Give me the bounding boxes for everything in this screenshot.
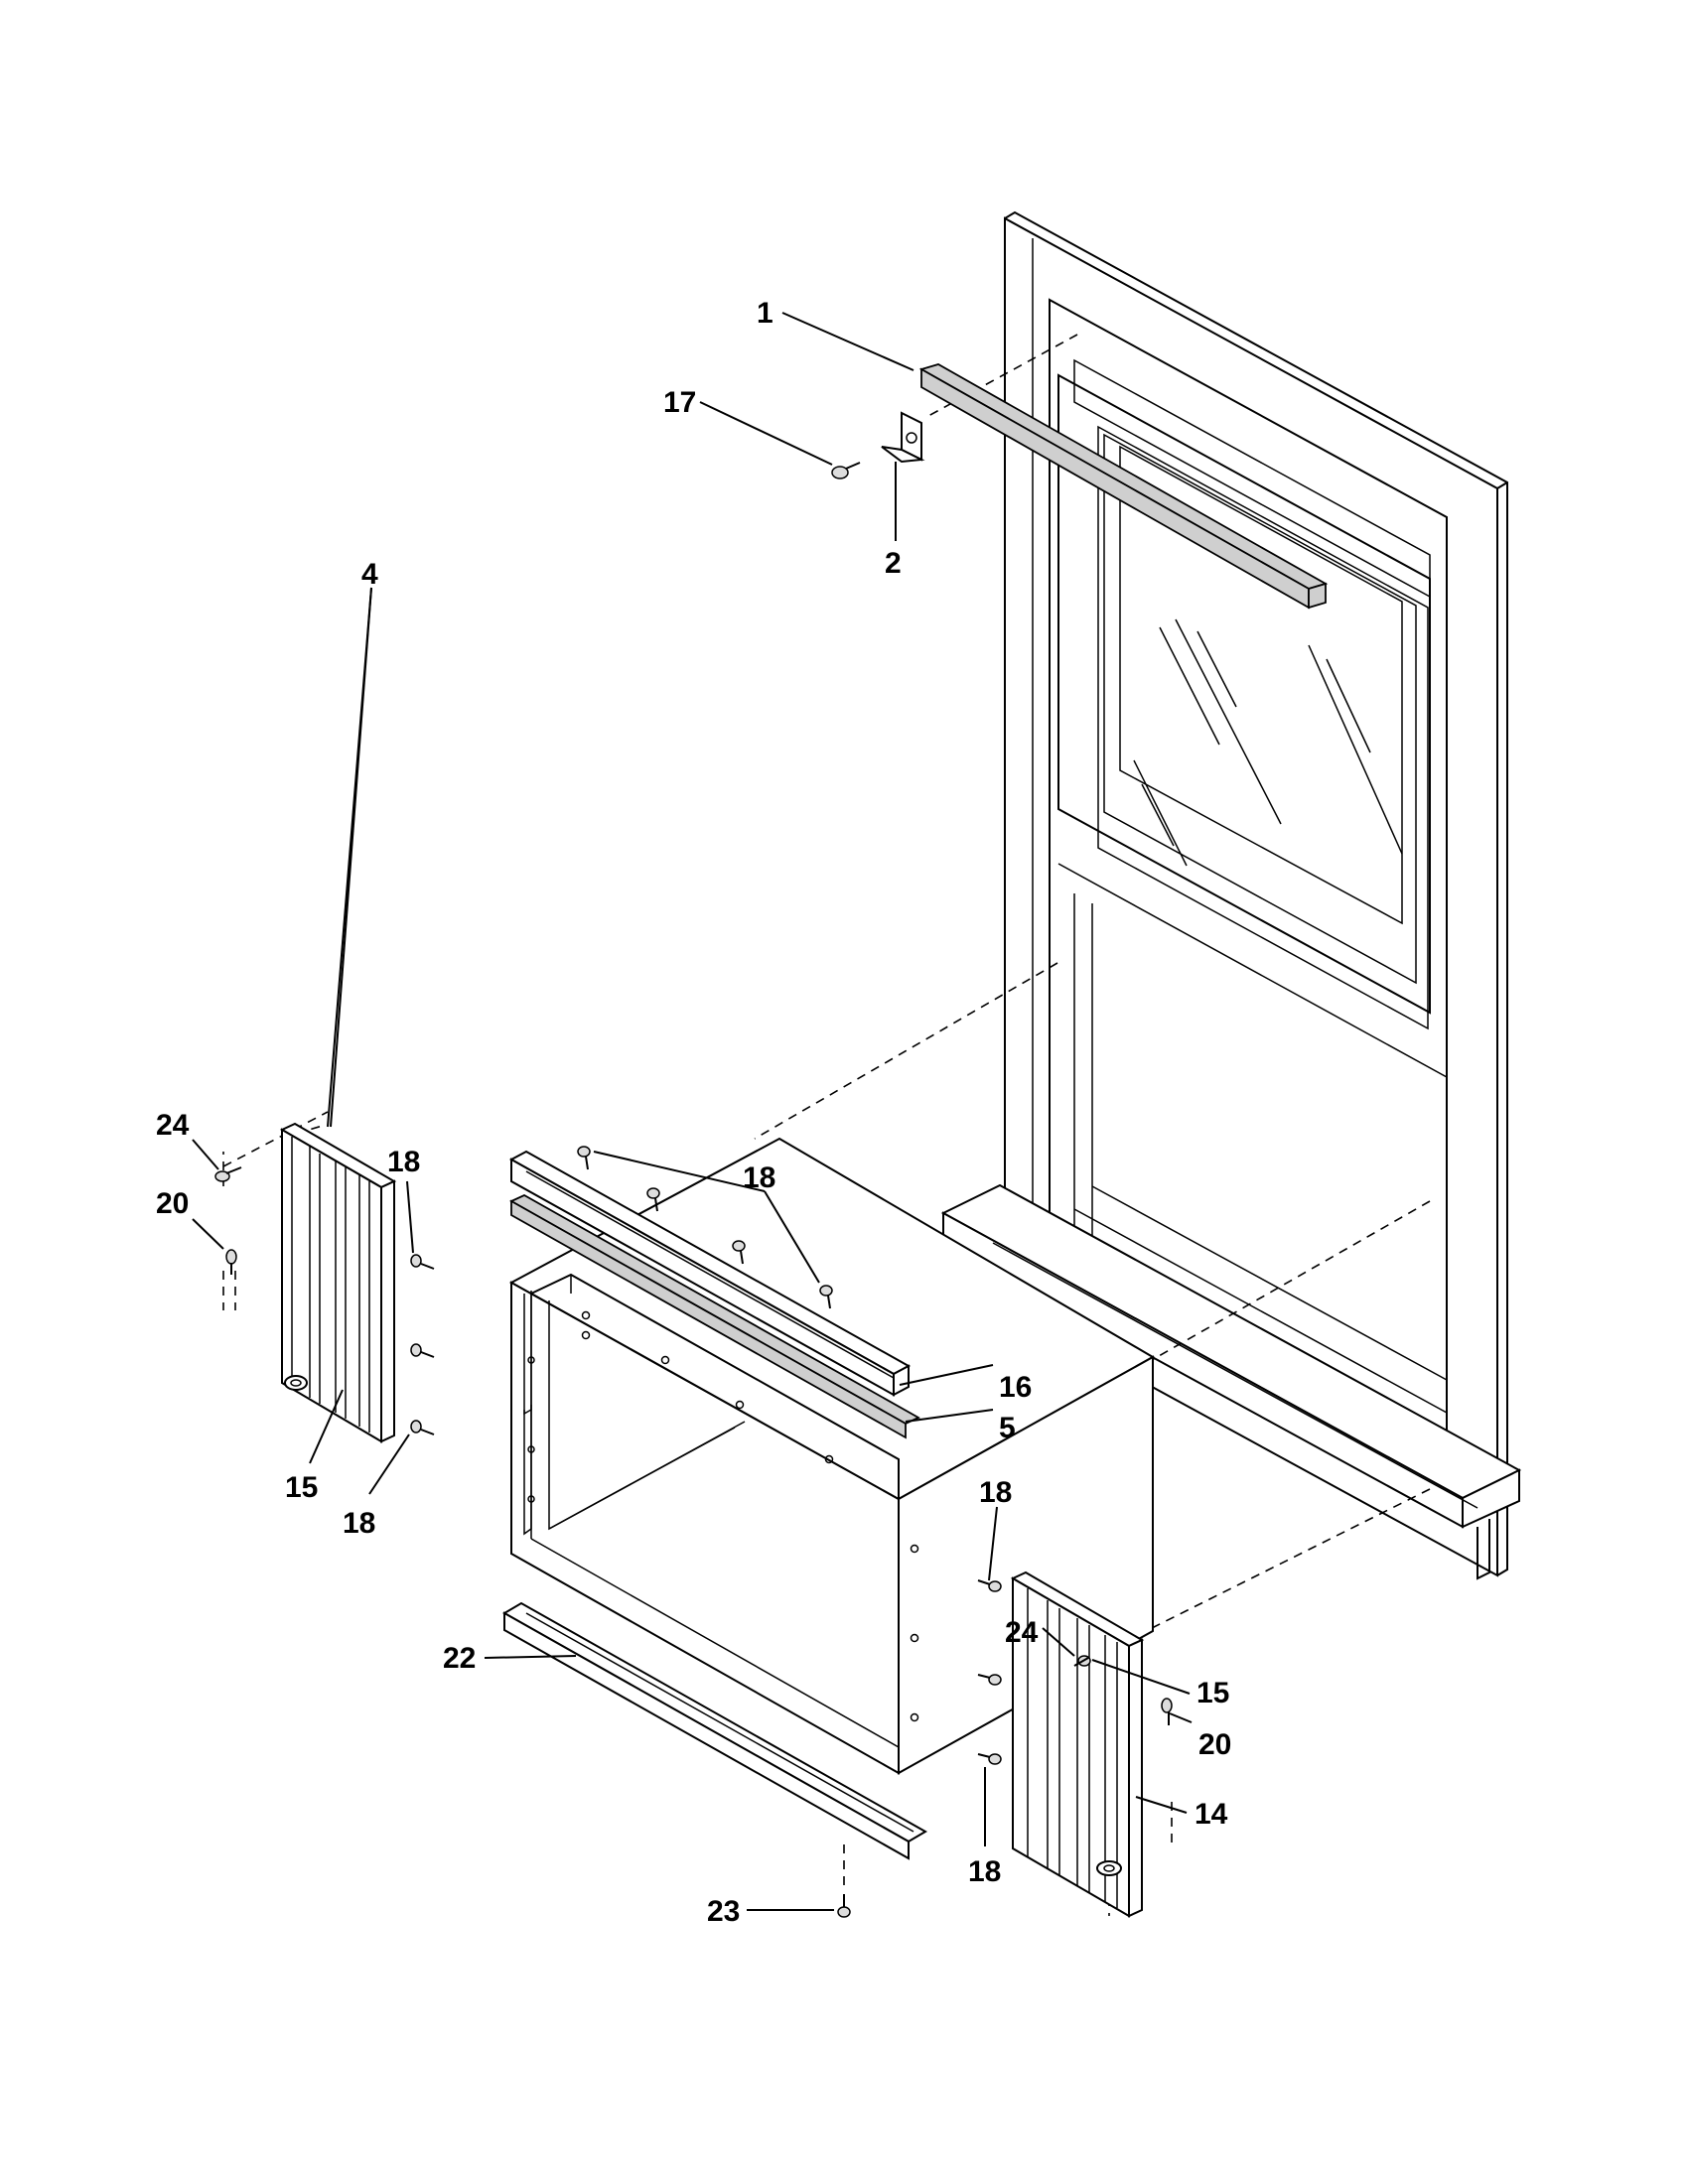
foam-strip-5 — [509, 1193, 920, 1439]
callout-14: 14 — [1195, 1798, 1228, 1831]
callout-4: 4 — [361, 558, 378, 591]
callout-18-top-rail: 18 — [743, 1161, 775, 1194]
callout-18-right-top: 18 — [979, 1476, 1012, 1509]
callout-24-right: 24 — [1005, 1616, 1039, 1649]
top-rail — [508, 1150, 912, 1397]
callout-2: 2 — [885, 547, 902, 580]
callout-20-left: 20 — [156, 1187, 189, 1220]
callout-18-left-bottom: 18 — [343, 1507, 375, 1540]
screws-top-rail — [577, 1146, 833, 1309]
callout-labels: 1 17 2 4 24 20 18 18 15 18 16 5 18 24 15… — [156, 297, 1231, 1928]
callout-15-right: 15 — [1196, 1677, 1229, 1709]
screws-right-curtain — [977, 1579, 1173, 1765]
left-side-curtain — [279, 1122, 397, 1443]
callout-18-right-bottom: 18 — [968, 1855, 1001, 1888]
screw-17 — [831, 462, 861, 479]
callout-15-left: 15 — [285, 1471, 318, 1504]
top-foam-seal — [918, 363, 1329, 610]
callout-22: 22 — [443, 1642, 476, 1675]
leader-lines — [192, 312, 1193, 1911]
callout-17: 17 — [663, 386, 696, 419]
screws-left-curtain — [214, 1166, 435, 1435]
callout-18-left-top: 18 — [387, 1146, 420, 1178]
projection-lines — [222, 334, 1431, 1916]
callout-16: 16 — [999, 1371, 1032, 1404]
callout-5: 5 — [999, 1412, 1016, 1444]
window-frame — [1004, 210, 1508, 1577]
window-sill — [940, 1183, 1522, 1580]
callout-24-left: 24 — [156, 1109, 190, 1142]
angle-bracket — [881, 411, 925, 464]
callout-23: 23 — [707, 1895, 740, 1928]
callout-20-right: 20 — [1198, 1728, 1231, 1761]
callout-1: 1 — [757, 297, 774, 330]
bottom-rail — [501, 1601, 928, 1860]
screw-23 — [837, 1894, 851, 1918]
